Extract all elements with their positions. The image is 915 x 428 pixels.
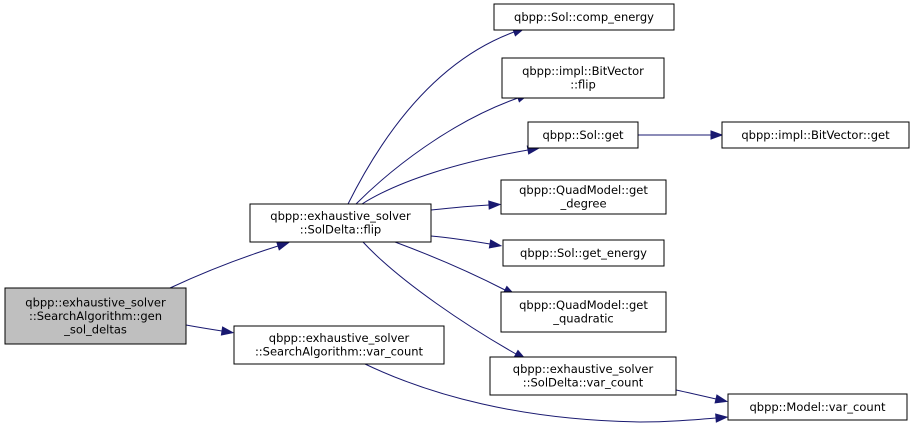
node-soldelta_flip[interactable]: qbpp::exhaustive_solver::SolDelta::flip [249,203,432,243]
nodes-layer: qbpp::exhaustive_solver::SearchAlgorithm… [4,3,910,421]
node-label-line: _degree [559,197,606,211]
edge-soldelta_flip-to-get_degree [430,200,502,211]
node-label-line: qbpp::exhaustive_solver [269,331,410,345]
node-box[interactable] [500,179,667,215]
arrowhead-icon [710,130,724,140]
node-label-line: ::SearchAlgorithm::var_count [255,345,424,359]
arrowhead-icon [220,326,235,336]
node-label-line: ::SolDelta::var_count [523,376,644,390]
node-label-line: ::flip [570,78,596,92]
edge-line [361,149,529,205]
node-box[interactable] [233,325,445,365]
node-label-line: qbpp::QuadModel::get [519,183,648,197]
edge-line [364,363,717,423]
edge-line [185,324,223,332]
node-box[interactable] [502,239,665,267]
node-label-line: qbpp::exhaustive_solver [25,295,166,309]
node-label-line: ::SolDelta::flip [300,223,381,237]
node-get_degree[interactable]: qbpp::QuadModel::get_degree [500,179,667,215]
node-label-line: _quadratic [552,312,614,326]
edge-soldelta_flip-to-get_quadratic [394,241,517,296]
edge-line [430,235,491,245]
arrowhead-icon [715,413,729,423]
edge-gen_sol_deltas-to-soldelta_flip [169,241,290,289]
node-sol_get[interactable]: qbpp::Sol::get [527,121,639,149]
arrowhead-icon [714,394,729,404]
node-gen_sol_deltas[interactable]: qbpp::exhaustive_solver::SearchAlgorithm… [4,287,187,345]
edge-line [362,241,517,355]
node-bitvector_get[interactable]: qbpp::impl::BitVector::get [721,121,910,149]
node-box[interactable] [501,57,665,99]
node-label-line: qbpp::QuadModel::get [519,298,648,312]
node-label-line: qbpp::impl::BitVector [522,64,644,78]
node-label-line: qbpp::impl::BitVector::get [741,128,890,142]
node-box[interactable] [727,393,908,421]
arrowhead-icon [488,239,503,249]
node-model_var_count[interactable]: qbpp::Model::var_count [727,393,908,421]
edge-sol_get-to-bitvector_get [638,130,724,140]
arrowhead-icon [488,200,502,210]
node-label-line: qbpp::Sol::get_energy [520,246,647,260]
node-box[interactable] [489,356,677,396]
edge-line [347,31,515,205]
edge-gen_sol_deltas-to-sa_var_count [185,324,235,336]
node-box[interactable] [249,203,432,243]
node-label-line: qbpp::Sol::get [542,128,624,142]
edge-line [169,245,279,289]
edge-soldelta_flip-to-comp_energy [347,27,526,205]
arrowhead-icon [276,241,290,251]
node-label-line: ::SearchAlgorithm::gen [29,309,162,323]
edge-sd_var_count-to-model_var_count [675,389,729,404]
edge-line [675,389,717,400]
edge-sa_var_count-to-model_var_count [364,363,729,423]
edge-soldelta_flip-to-get_energy [430,235,503,249]
node-label-line: qbpp::Sol::comp_energy [514,10,654,24]
node-box[interactable] [527,121,639,149]
node-box[interactable] [721,121,910,149]
edge-line [394,241,506,291]
node-comp_energy[interactable]: qbpp::Sol::comp_energy [493,3,675,31]
node-sa_var_count[interactable]: qbpp::exhaustive_solver::SearchAlgorithm… [233,325,445,365]
node-sd_var_count[interactable]: qbpp::exhaustive_solver::SolDelta::var_c… [489,356,677,396]
node-box[interactable] [4,287,187,345]
node-get_quadratic[interactable]: qbpp::QuadModel::get_quadratic [500,291,667,333]
node-label-line: qbpp::Model::var_count [749,400,885,414]
edge-line [355,97,519,205]
node-bitvector_flip[interactable]: qbpp::impl::BitVector::flip [501,57,665,99]
edge-line [430,204,490,211]
node-box[interactable] [500,291,667,333]
node-label-line: qbpp::exhaustive_solver [513,362,654,376]
node-label-line: qbpp::exhaustive_solver [270,209,411,223]
node-label-line: _sol_deltas [63,322,127,336]
node-box[interactable] [493,3,675,31]
node-get_energy[interactable]: qbpp::Sol::get_energy [502,239,665,267]
